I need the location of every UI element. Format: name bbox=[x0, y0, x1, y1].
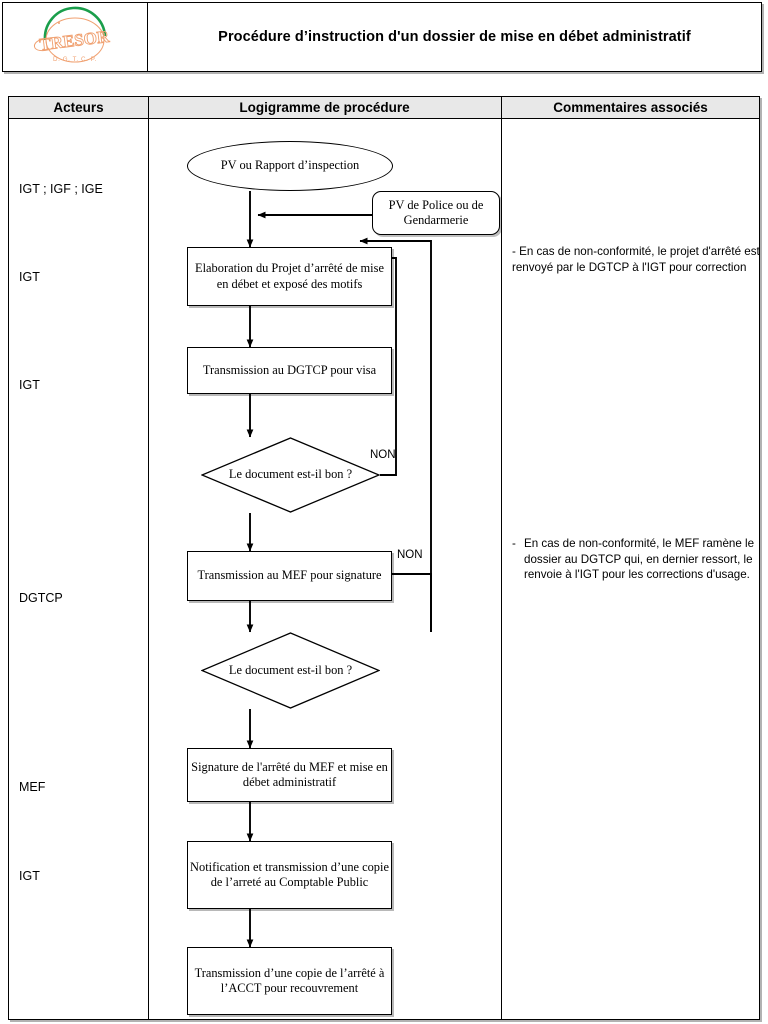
flowchart-canvas: NON NON PV ou Rapport d’inspection PV de… bbox=[148, 119, 501, 1020]
flow-node-decision-1: Le document est-il bon ? bbox=[201, 437, 380, 513]
column-header-logigramme: Logigramme de procédure bbox=[239, 100, 410, 115]
actor-label-igt-igf-ige: IGT ; IGF ; IGE bbox=[19, 182, 103, 196]
actor-label-igt-1: IGT bbox=[19, 270, 40, 284]
actor-label-mef: MEF bbox=[19, 780, 46, 794]
actor-label-igt-2: IGT bbox=[19, 378, 40, 392]
flow-node-signature-mef: Signature de l'arrêté du MEF et mise en … bbox=[187, 748, 392, 802]
comment-dash: - bbox=[512, 537, 516, 550]
column-divider-1 bbox=[148, 97, 149, 1019]
comment-text: En cas de non-conformité, le MEF ramène … bbox=[524, 537, 755, 582]
procedure-table: Acteurs Logigramme de procédure Commenta… bbox=[8, 96, 760, 1020]
column-header-commentaires: Commentaires associés bbox=[553, 100, 708, 115]
logo-cell: TRESOR D. G. T. C. P. bbox=[3, 3, 148, 71]
flow-node-transmission-dgtcp: Transmission au DGTCP pour visa bbox=[187, 347, 392, 394]
flow-node-decision-1-label: Le document est-il bon ? bbox=[228, 467, 353, 482]
comment-non-conformite-dgtcp: - En cas de non-conformité, le projet d'… bbox=[512, 245, 760, 274]
flow-node-decision-2: Le document est-il bon ? bbox=[201, 632, 380, 709]
flow-node-transmission-mef: Transmission au MEF pour signature bbox=[187, 551, 392, 601]
title-cell: Procédure d’instruction d'un dossier de … bbox=[148, 3, 761, 71]
flow-node-elaboration: Elaboration du Projet d’arrêté de mise e… bbox=[187, 247, 392, 306]
flow-node-decision-2-label: Le document est-il bon ? bbox=[228, 662, 353, 677]
svg-text:TRESOR: TRESOR bbox=[38, 27, 110, 54]
flow-node-pv-police: PV de Police ou de Gendarmerie bbox=[372, 191, 500, 235]
column-divider-2 bbox=[501, 97, 502, 1019]
edge-label-non-2: NON bbox=[397, 549, 423, 561]
table-header-row bbox=[9, 97, 759, 119]
page-title: Procédure d’instruction d'un dossier de … bbox=[218, 29, 691, 45]
tresor-dgtcp-logo-icon: TRESOR D. G. T. C. P. bbox=[25, 6, 125, 68]
comment-non-conformite-mef: - En cas de non-conformité, le MEF ramèn… bbox=[512, 536, 764, 583]
document-title-bar: TRESOR D. G. T. C. P. Procédure d’instru… bbox=[2, 2, 762, 72]
actor-label-igt-3: IGT bbox=[19, 869, 40, 883]
flow-node-start: PV ou Rapport d’inspection bbox=[187, 141, 393, 191]
edge-label-non-1: NON bbox=[370, 449, 396, 461]
svg-text:D. G. T. C. P.: D. G. T. C. P. bbox=[53, 56, 97, 63]
actor-label-dgtcp: DGTCP bbox=[19, 591, 63, 605]
flow-node-notification: Notification et transmission d’une copie… bbox=[187, 841, 392, 909]
flow-node-acct: Transmission d’une copie de l’arrêté à l… bbox=[187, 947, 392, 1015]
column-header-acteurs: Acteurs bbox=[53, 100, 104, 115]
